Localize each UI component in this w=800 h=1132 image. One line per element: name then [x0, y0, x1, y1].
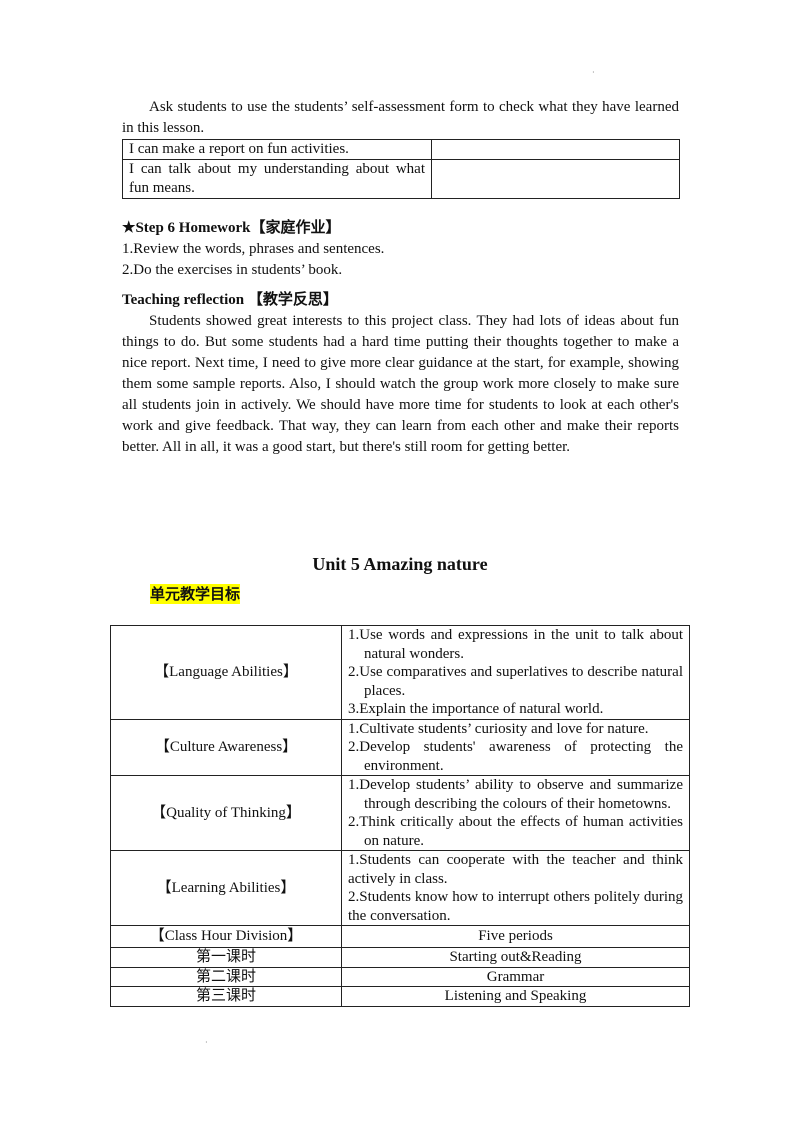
table-row: 【Learning Abilities】 1.Students can coop…	[110, 850, 690, 926]
objectives-label: 单元教学目标	[150, 584, 241, 604]
assessment-statement: I can make a report on fun activities.	[122, 139, 432, 160]
period-label: 第一课时	[110, 947, 342, 968]
list-item: 2.Use comparatives and superlatives to d…	[348, 664, 683, 699]
table-row: 第一课时 Starting out&Reading	[110, 947, 690, 968]
list-item: 3.Explain the importance of natural worl…	[348, 701, 604, 717]
table-row: 【Quality of Thinking】 1.Develop students…	[110, 775, 690, 851]
table-row: 第三课时 Listening and Speaking	[110, 986, 690, 1007]
table-row: 第二课时 Grammar	[110, 966, 690, 987]
class-hour-label: 【Class Hour Division】	[110, 925, 342, 948]
list-item: 2.Think critically about the effects of …	[348, 814, 683, 849]
assessment-statement: I can talk about my understanding about …	[122, 159, 432, 199]
objective-list: 1.Cultivate students’ curiosity and love…	[341, 718, 690, 776]
period-label: 第二课时	[110, 966, 342, 987]
list-item: 1.Cultivate students’ curiosity and love…	[348, 720, 649, 737]
period-label: 第三课时	[110, 986, 342, 1007]
table-row: 【Language Abilities】 1.Use words and exp…	[110, 625, 690, 720]
objective-category-label: 【Quality of Thinking】	[110, 775, 342, 851]
objective-list: 1.Develop students’ ability to observe a…	[341, 775, 690, 851]
objective-category-label: 【Learning Abilities】	[110, 850, 342, 926]
period-value: Starting out&Reading	[341, 947, 690, 968]
class-hour-value: Five periods	[341, 925, 690, 948]
reflection-heading: Teaching reflection 【教学反思】	[122, 292, 338, 308]
period-value: Grammar	[341, 966, 690, 987]
objective-category-label: 【Culture Awareness】	[110, 718, 342, 776]
homework-item: 1.Review the words, phrases and sentence…	[122, 241, 385, 257]
unit-objectives-table: 【Language Abilities】 1.Use words and exp…	[110, 625, 690, 1007]
self-assessment-table: I can make a report on fun activities. I…	[122, 139, 680, 199]
table-row: 【Class Hour Division】 Five periods	[110, 925, 690, 948]
table-row: I can make a report on fun activities.	[122, 139, 680, 160]
objective-list: 1.Use words and expressions in the unit …	[341, 625, 690, 720]
unit-title: Unit 5 Amazing nature	[312, 554, 488, 574]
reflection-paragraph: Students showed great interests to this …	[122, 313, 679, 455]
objective-category-label: 【Language Abilities】	[110, 625, 342, 720]
list-item: 1.Use words and expressions in the unit …	[348, 627, 683, 662]
intro-paragraph: Ask students to use the students’ self-a…	[122, 99, 679, 136]
assessment-check-cell	[431, 139, 680, 160]
period-value: Listening and Speaking	[341, 986, 690, 1007]
assessment-check-cell	[431, 159, 680, 199]
list-item: 2.Develop students' awareness of protect…	[348, 739, 683, 774]
objective-list: 1.Students can cooperate with the teache…	[341, 850, 690, 926]
page-mark: ·	[592, 68, 595, 77]
table-row: 【Culture Awareness】 1.Cultivate students…	[110, 718, 690, 776]
list-item: 1.Students can cooperate with the teache…	[348, 852, 683, 887]
list-item: 2.Students know how to interrupt others …	[348, 889, 683, 924]
step6-heading: ★Step 6 Homework【家庭作业】	[122, 220, 341, 236]
page-mark: ·	[205, 1038, 208, 1047]
list-item: 1.Develop students’ ability to observe a…	[348, 777, 683, 812]
table-row: I can talk about my understanding about …	[122, 159, 680, 199]
homework-item: 2.Do the exercises in students’ book.	[122, 262, 343, 278]
